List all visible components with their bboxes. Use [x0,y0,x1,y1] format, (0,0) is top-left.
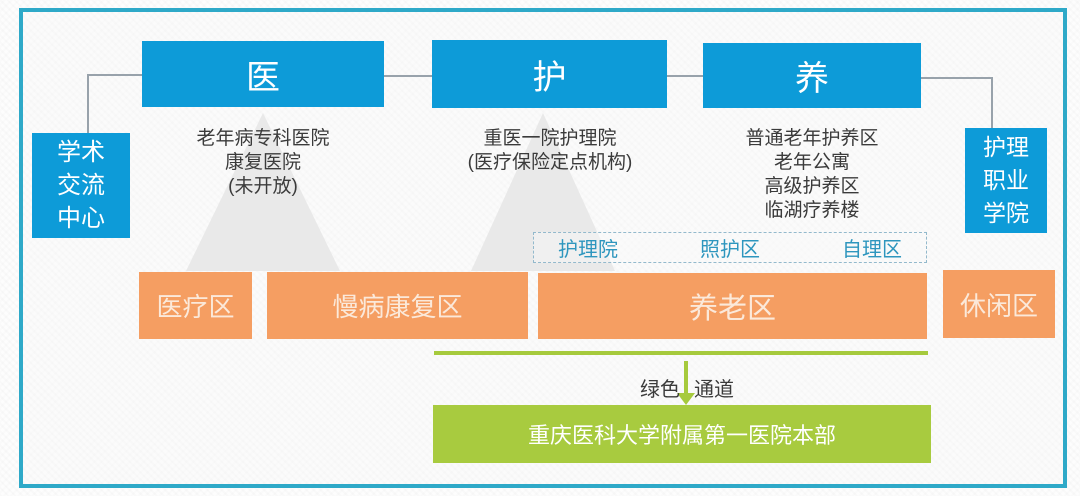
subzone-label-nursing-home: 护理院 [558,239,618,261]
background-triangle-left [186,113,340,271]
connector-academic-horizontal [88,74,142,76]
zone-label-chronic-rehab: 慢病康复区 [332,292,463,322]
connector-academic-vertical [87,74,89,134]
channel-arrow-shaft [684,361,688,394]
academic-center-label: 学术 交流 中心 [57,139,105,232]
nursing-college-label: 护理 职业 学院 [983,134,1029,226]
zone-box-chronic-rehab: 慢病康复区 [267,272,528,339]
background-triangle-middle [471,113,615,271]
connector-college-vertical [991,77,993,128]
green-separator-line [434,351,928,355]
channel-label-left: 绿色 [640,379,680,401]
nursing-college-box: 护理 职业 学院 [965,128,1047,233]
channel-label-right: 通道 [694,379,734,401]
zone-label-leisure: 休闲区 [959,290,1038,321]
zone-label-medical: 医疗区 [156,292,235,322]
zone-box-leisure: 休闲区 [943,270,1055,338]
zone-box-elderly-care: 养老区 [538,273,927,339]
hospital-base-label: 重庆医科大学附属第一医院本部 [527,423,836,448]
zone-label-elderly-care: 养老区 [688,293,776,325]
connector-yi-hu [384,75,432,77]
zone-box-medical: 医疗区 [139,272,252,339]
detail-text-yang: 普通老年护养区 老年公寓 高级护养区 临湖疗养楼 [745,128,879,221]
connector-hu-yang [667,75,703,77]
pillar-box-yang: 养 [703,43,921,108]
pillar-box-hu: 护 [432,40,667,108]
subzone-label-selfcare-area: 自理区 [842,239,902,261]
pillar-label-hu: 护 [532,58,567,97]
connector-college-horizontal [921,77,993,79]
pillar-box-yi: 医 [142,41,384,107]
subzone-strip: 护理院 照护区 自理区 [533,232,927,263]
academic-center-box: 学术 交流 中心 [32,133,130,238]
pillar-label-yi: 医 [246,58,280,97]
channel-arrow-head-icon [677,393,695,405]
hospital-base-box: 重庆医科大学附属第一医院本部 [433,405,931,463]
pillar-label-yang: 养 [795,60,829,98]
detail-text-yi: 老年病专科医院 康复医院 (未开放) [196,128,330,197]
detail-text-hu: 重医一院护理院 (医疗保险定点机构) [467,128,633,173]
subzone-label-care-area: 照护区 [700,239,760,261]
